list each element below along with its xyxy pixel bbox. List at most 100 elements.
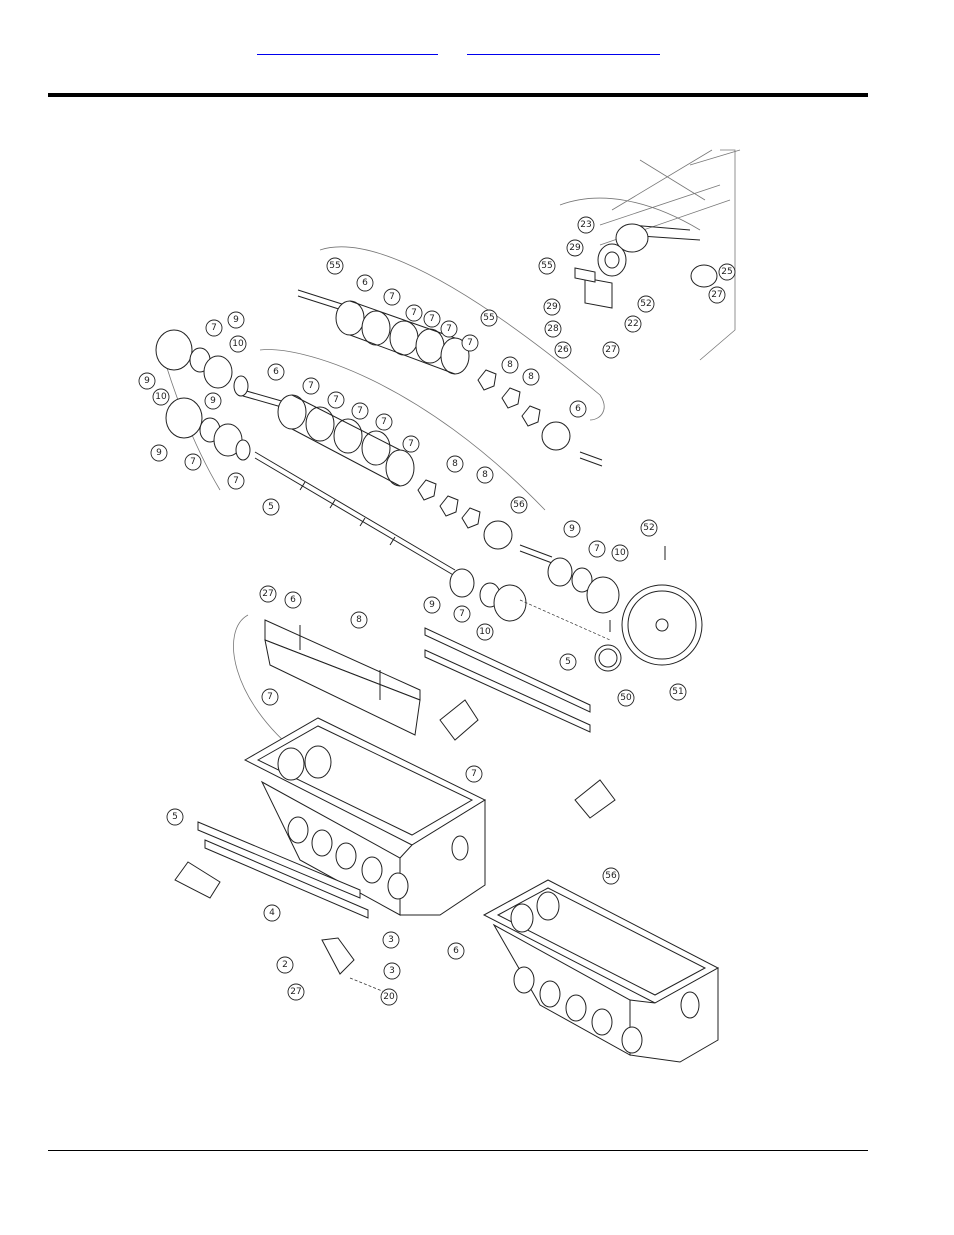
lower-shaft-assembly bbox=[242, 349, 553, 577]
callout-label: 7 bbox=[461, 334, 479, 352]
callout-label: 55 bbox=[480, 309, 498, 327]
svg-text:4: 4 bbox=[269, 908, 275, 918]
frame-assembly bbox=[559, 149, 741, 361]
svg-text:5: 5 bbox=[565, 657, 571, 667]
svg-text:9: 9 bbox=[429, 600, 435, 610]
callout-label: 5 bbox=[166, 808, 184, 826]
svg-text:6: 6 bbox=[362, 278, 368, 288]
callout-label: 56 bbox=[602, 867, 620, 885]
callout-label: 6 bbox=[569, 400, 587, 418]
svg-text:27: 27 bbox=[290, 987, 301, 997]
callout-label: 7 bbox=[440, 320, 458, 338]
svg-text:9: 9 bbox=[569, 524, 575, 534]
upper-shaft-assembly bbox=[297, 246, 605, 467]
svg-text:7: 7 bbox=[459, 609, 465, 619]
header-rule bbox=[48, 93, 868, 97]
svg-text:52: 52 bbox=[640, 299, 651, 309]
callout-label: 29 bbox=[566, 239, 584, 257]
svg-text:25: 25 bbox=[721, 267, 732, 277]
svg-text:55: 55 bbox=[329, 261, 340, 271]
callout-label: 8 bbox=[522, 368, 540, 386]
svg-text:8: 8 bbox=[482, 470, 488, 480]
callout-label: 55 bbox=[326, 257, 344, 275]
callout-label: 10 bbox=[152, 388, 170, 406]
callout-label: 51 bbox=[669, 683, 687, 701]
callout-label: 9 bbox=[423, 596, 441, 614]
header-link-left[interactable] bbox=[257, 40, 438, 55]
svg-text:28: 28 bbox=[547, 324, 559, 334]
svg-text:50: 50 bbox=[620, 693, 632, 703]
callout-label: 6 bbox=[356, 274, 374, 292]
callout-label: 28 bbox=[544, 320, 562, 338]
svg-text:3: 3 bbox=[388, 935, 394, 945]
callout-label: 8 bbox=[476, 466, 494, 484]
svg-text:56: 56 bbox=[513, 500, 525, 510]
footer-rule bbox=[48, 1150, 868, 1151]
second-hopper bbox=[482, 879, 720, 1063]
callout-label: 7 bbox=[351, 402, 369, 420]
callout-label: 27 bbox=[287, 983, 305, 1001]
callout-label: 3 bbox=[382, 931, 400, 949]
svg-text:27: 27 bbox=[711, 290, 722, 300]
callout-label: 9 bbox=[563, 520, 581, 538]
svg-text:51: 51 bbox=[672, 687, 683, 697]
svg-text:10: 10 bbox=[479, 627, 491, 637]
callout-label: 20 bbox=[380, 988, 398, 1006]
svg-text:7: 7 bbox=[411, 308, 417, 318]
callout-label: 55 bbox=[538, 257, 556, 275]
svg-text:3: 3 bbox=[389, 966, 395, 976]
lower-left-parts bbox=[174, 699, 616, 996]
drive-gear-assembly bbox=[449, 546, 703, 672]
callout-label: 4 bbox=[263, 904, 281, 922]
main-hopper bbox=[243, 717, 487, 916]
svg-text:8: 8 bbox=[507, 360, 513, 370]
svg-text:6: 6 bbox=[273, 367, 279, 377]
svg-text:6: 6 bbox=[575, 404, 581, 414]
left-bearing-assembly bbox=[155, 329, 251, 491]
svg-text:7: 7 bbox=[594, 544, 600, 554]
svg-text:5: 5 bbox=[172, 812, 178, 822]
svg-text:7: 7 bbox=[308, 381, 314, 391]
svg-text:20: 20 bbox=[383, 992, 395, 1002]
callout-label: 7 bbox=[184, 453, 202, 471]
svg-text:27: 27 bbox=[605, 345, 616, 355]
svg-text:9: 9 bbox=[156, 448, 162, 458]
callout-label: 25 bbox=[718, 263, 736, 281]
callout-label: 10 bbox=[476, 623, 494, 641]
callout-label: 5 bbox=[262, 498, 280, 516]
svg-text:29: 29 bbox=[546, 302, 558, 312]
callout-label: 5 bbox=[559, 653, 577, 671]
svg-text:7: 7 bbox=[333, 395, 339, 405]
callout-label: 7 bbox=[227, 472, 245, 490]
svg-text:7: 7 bbox=[389, 292, 395, 302]
svg-text:8: 8 bbox=[528, 372, 534, 382]
callout-label: 10 bbox=[229, 335, 247, 353]
callout-label: 7 bbox=[588, 540, 606, 558]
callout-label: 7 bbox=[383, 288, 401, 306]
callout-label: 52 bbox=[640, 519, 658, 537]
svg-text:7: 7 bbox=[381, 417, 387, 427]
header-link-right[interactable] bbox=[467, 40, 660, 55]
parts-exploded-diagram: 55 6 7 7 7 7 7 55 8 8 6 7 9 9 10 10 9 9 … bbox=[138, 149, 741, 1063]
callout-label: 8 bbox=[350, 611, 368, 629]
svg-text:26: 26 bbox=[557, 345, 569, 355]
callout-label: 7 bbox=[327, 391, 345, 409]
svg-text:7: 7 bbox=[467, 338, 473, 348]
callout-label: 7 bbox=[405, 304, 423, 322]
callout-label: 7 bbox=[302, 377, 320, 395]
callout-label: 7 bbox=[261, 688, 279, 706]
callout-label: 9 bbox=[204, 392, 222, 410]
callout-label: 6 bbox=[284, 591, 302, 609]
svg-text:7: 7 bbox=[233, 476, 239, 486]
svg-text:7: 7 bbox=[190, 457, 196, 467]
svg-text:10: 10 bbox=[614, 548, 626, 558]
callout-label: 10 bbox=[611, 544, 629, 562]
svg-text:55: 55 bbox=[483, 313, 494, 323]
callout-label: 7 bbox=[423, 310, 441, 328]
callout-label: 7 bbox=[375, 413, 393, 431]
callout-label: 29 bbox=[543, 298, 561, 316]
svg-text:6: 6 bbox=[290, 595, 296, 605]
svg-text:7: 7 bbox=[211, 323, 217, 333]
callout-label: 8 bbox=[446, 455, 464, 473]
callout-label: 27 bbox=[602, 341, 620, 359]
